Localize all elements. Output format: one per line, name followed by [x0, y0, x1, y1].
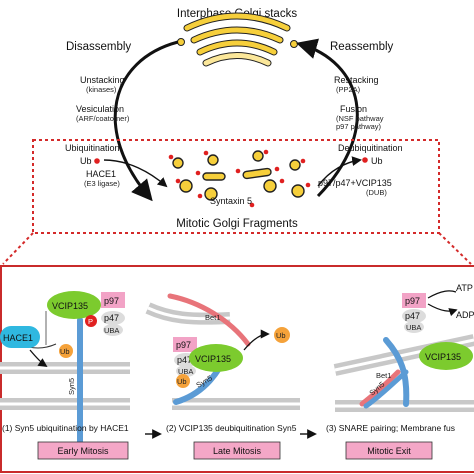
ub-right-label: Ub	[371, 156, 383, 166]
stage-early-mitosis: Early Mitosis	[57, 446, 109, 456]
stage-late-mitosis: Late Mitosis	[213, 446, 262, 456]
p97-p1: p97	[104, 296, 119, 306]
adp-label: ADP	[456, 310, 474, 320]
vcip135-p3: VCIP135	[425, 352, 461, 362]
stage-mitotic-exit: Mitotic Exit	[367, 446, 411, 456]
uba-p1: UBA	[104, 326, 119, 335]
step-vesiculation-sub: (ARF/coatomer)	[76, 114, 130, 123]
step-fusion: Fusion	[340, 104, 367, 114]
p97-p3: p97	[405, 296, 420, 306]
syntaxin5-label: Syntaxin 5	[210, 196, 252, 206]
panel-3-mitotic-exit: p97 p47 UBA ATP ADP Bet1 Syn5 VCIP135	[359, 283, 474, 409]
caption-3: (3) SNARE pairing; Membrane fus	[326, 423, 455, 433]
step-fusion-sub: (NSF pathway	[336, 114, 384, 123]
title-mitotic-fragments: Mitotic Golgi Fragments	[176, 218, 298, 230]
complex-sub: (DUB)	[366, 188, 387, 197]
ub-p1: Ub	[60, 347, 70, 356]
hace1-label: HACE1	[86, 169, 116, 179]
stage-box-early	[37, 441, 129, 460]
step-unstacking-sub: (kinases)	[86, 85, 117, 94]
vcip135-p2: VCIP135	[195, 354, 231, 364]
bet1-p3: Bet1	[376, 371, 391, 380]
step-fusion-sub2: p97 pathway)	[336, 122, 382, 131]
phospho-p1: P	[88, 317, 93, 326]
uba-p3: UBA	[406, 323, 421, 332]
p47-p3: p47	[405, 311, 420, 321]
step-deubiquitination: Deubiquitination	[338, 143, 403, 153]
reassembly-arrow	[295, 38, 359, 198]
hace1-sub: (E3 ligase)	[84, 179, 120, 188]
step-vesiculation: Vesiculation	[76, 104, 124, 114]
syn5-label-1: Syn5	[67, 378, 76, 395]
step-ubiquitination: Ubiquitination	[65, 143, 120, 153]
caption-1: (1) Syn5 ubiquitination by HACE1	[2, 423, 129, 433]
golgi-stack-icon	[177, 12, 298, 67]
step-unstacking: Unstacking	[80, 75, 125, 85]
ub-free-p2: Ub	[276, 331, 286, 340]
panel-2-late-mitosis: Bet1 Syn5 p97 p47 UBA Ub VCIP135 Ub	[167, 293, 290, 405]
stage-box-late	[193, 441, 281, 460]
disassembly-arrow	[113, 40, 179, 202]
deubiquitination-curve-arrow	[317, 156, 362, 187]
zoom-line-right	[438, 232, 472, 265]
step-restacking-sub: (PP2A)	[336, 85, 361, 94]
reassembly-heading: Reassembly	[330, 41, 394, 53]
ub-dot-icon	[94, 158, 100, 164]
ub-dot-icon	[362, 157, 368, 163]
p47-p1: p47	[104, 313, 119, 323]
ubiquitination-curve-arrow	[103, 159, 168, 188]
atp-label: ATP	[456, 283, 473, 293]
zoom-line-left	[2, 232, 34, 265]
hace1-protein: HACE1	[3, 333, 33, 343]
fragments-dashed-box	[32, 139, 440, 234]
panel-1-early-mitosis: HACE1 Syn5 Ub VCIP135 p97 p47 UBA P	[0, 291, 125, 458]
bet1-p2: Bet1	[205, 313, 220, 322]
vcip135-p1: VCIP135	[52, 301, 88, 311]
disassembly-heading: Disassembly	[66, 41, 131, 53]
ub-bound-p2: Ub	[177, 377, 187, 386]
p47-p2: p47	[177, 355, 192, 365]
golgi-fragments-icon	[168, 149, 311, 208]
p97-p2: p97	[176, 340, 191, 350]
ub-left-label: Ub	[80, 156, 92, 166]
caption-2: (2) VCIP135 deubiquitination Syn5	[166, 423, 297, 433]
complex-label: p97/p47+VCIP135	[318, 178, 392, 188]
stage-box-exit	[345, 441, 433, 460]
step-restacking: Restacking	[334, 75, 379, 85]
uba-p2: UBA	[178, 367, 193, 376]
